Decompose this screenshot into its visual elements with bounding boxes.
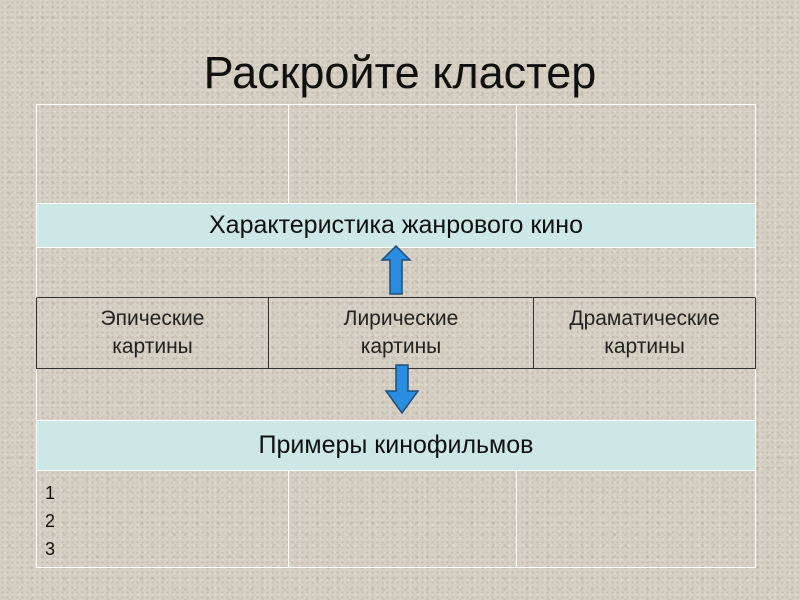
example-numbers: 1 2 3	[45, 479, 55, 563]
genre-divider-2	[533, 298, 534, 368]
genre-lyric-line2: картины	[360, 335, 442, 358]
down-arrow-row	[36, 364, 756, 421]
example-number-3: 3	[45, 539, 56, 559]
arrow-down-icon	[384, 364, 420, 415]
genre-epic-line2: картины	[112, 335, 193, 358]
examples-header: Примеры кинофильмов	[36, 421, 756, 471]
genre-lyric-line1: Лирические	[343, 307, 459, 330]
genre-drama-line1: Драматические	[569, 307, 720, 330]
genre-lyric: Лирические картины	[269, 298, 533, 368]
examples-row: 1 2 3	[36, 471, 756, 568]
top-row-divider-1	[288, 105, 289, 203]
top-row-divider-2	[516, 105, 517, 203]
example-number-1: 1	[45, 483, 56, 503]
up-arrow-row	[36, 244, 756, 298]
top-empty-row	[36, 104, 756, 204]
genre-drama-line2: картины	[604, 335, 685, 358]
example-number-2: 2	[45, 511, 56, 531]
genre-row: Эпические картины Лирические картины Дра…	[36, 298, 756, 369]
genre-epic: Эпические картины	[37, 298, 268, 368]
slide-title: Раскройте кластер	[203, 47, 597, 98]
examples-divider-1	[288, 471, 289, 567]
examples-divider-2	[516, 471, 517, 567]
characteristic-header: Характеристика жанрового кино	[36, 204, 756, 248]
genre-epic-line1: Эпические	[100, 307, 205, 330]
genre-divider-1	[268, 298, 269, 368]
genre-drama: Драматические картины	[534, 298, 755, 368]
arrow-up-icon	[380, 244, 412, 295]
